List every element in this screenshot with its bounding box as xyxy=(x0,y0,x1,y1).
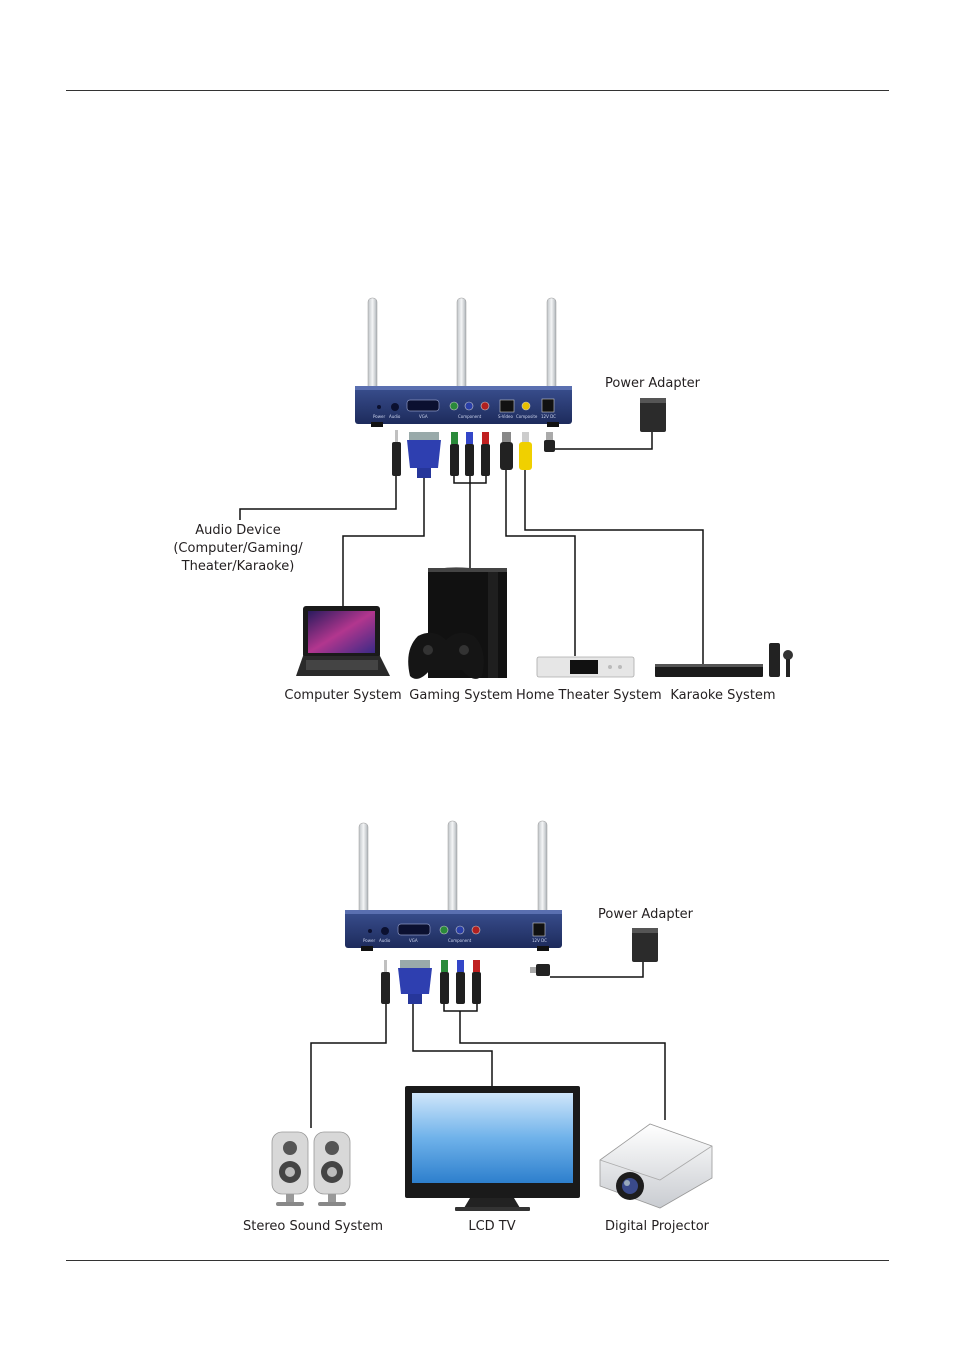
port-label: Component xyxy=(448,938,472,943)
port-label: Audio xyxy=(379,938,391,943)
port-label: Audio xyxy=(389,414,401,419)
port-label: Component xyxy=(458,414,482,419)
component-plugs-icon xyxy=(450,432,490,476)
power-adapter-label: Power Adapter xyxy=(605,376,701,391)
diagram-2: Power Audio VGA Component 12V DC xyxy=(271,820,713,1211)
s-video-plug-icon xyxy=(500,432,513,470)
port-label: S-Video xyxy=(498,414,514,419)
home-theater-player-icon xyxy=(536,656,635,678)
vga-plug-icon xyxy=(398,960,432,1004)
port-label: 12V DC xyxy=(541,414,556,419)
cables xyxy=(239,432,704,664)
wireless-hd-device-icon: Power Audio VGA Component S-Video Compos… xyxy=(355,386,572,427)
game-console-icon xyxy=(408,567,507,679)
port-label: 12V DC xyxy=(532,938,547,943)
vga-plug-icon xyxy=(407,432,441,478)
dc-plug-icon xyxy=(530,964,550,976)
component-plugs-icon xyxy=(440,960,481,1004)
audio-device-label-line-1: Audio Device xyxy=(195,523,281,538)
karaoke-system-label: Karaoke System xyxy=(670,688,776,703)
audio-device-label-line-3: Theater/Karaoke) xyxy=(181,559,295,574)
karaoke-player-icon xyxy=(655,643,793,677)
digital-projector-label: Digital Projector xyxy=(604,1219,710,1234)
antenna-icon xyxy=(358,820,548,926)
port-label: VGA xyxy=(409,938,418,943)
dc-plug-icon xyxy=(544,432,555,452)
power-adapter-icon xyxy=(640,398,666,432)
audio-plug-icon xyxy=(381,960,390,1004)
audio-plug-icon xyxy=(392,430,401,476)
antenna-icon xyxy=(367,297,557,401)
diagram-1: Power Audio VGA Component S-Video Compos… xyxy=(239,297,793,679)
power-adapter-label: Power Adapter xyxy=(598,907,694,922)
lcd-tv-label: LCD TV xyxy=(468,1219,516,1234)
port-label: Composite xyxy=(516,414,538,419)
composite-plug-icon xyxy=(519,432,532,470)
audio-device-label-line-2: (Computer/Gaming/ xyxy=(173,541,303,556)
speaker-icon xyxy=(271,1131,351,1206)
home-theater-system-label: Home Theater System xyxy=(516,688,662,703)
header-rule xyxy=(66,90,889,91)
wireless-hd-device-icon: Power Audio VGA Component 12V DC xyxy=(345,910,562,951)
port-label: Power xyxy=(373,414,385,419)
lcd-tv-icon xyxy=(405,1086,580,1211)
port-label: VGA xyxy=(419,414,428,419)
footer-rule xyxy=(66,1260,889,1261)
laptop-icon xyxy=(296,606,390,676)
power-adapter-icon xyxy=(632,928,658,962)
port-label: Power xyxy=(363,938,375,943)
cables xyxy=(310,962,666,1128)
computer-system-label: Computer System xyxy=(284,688,402,703)
gaming-system-label: Gaming System xyxy=(409,688,513,703)
digital-projector-icon xyxy=(599,1123,713,1209)
stereo-sound-system-label: Stereo Sound System xyxy=(242,1219,384,1234)
